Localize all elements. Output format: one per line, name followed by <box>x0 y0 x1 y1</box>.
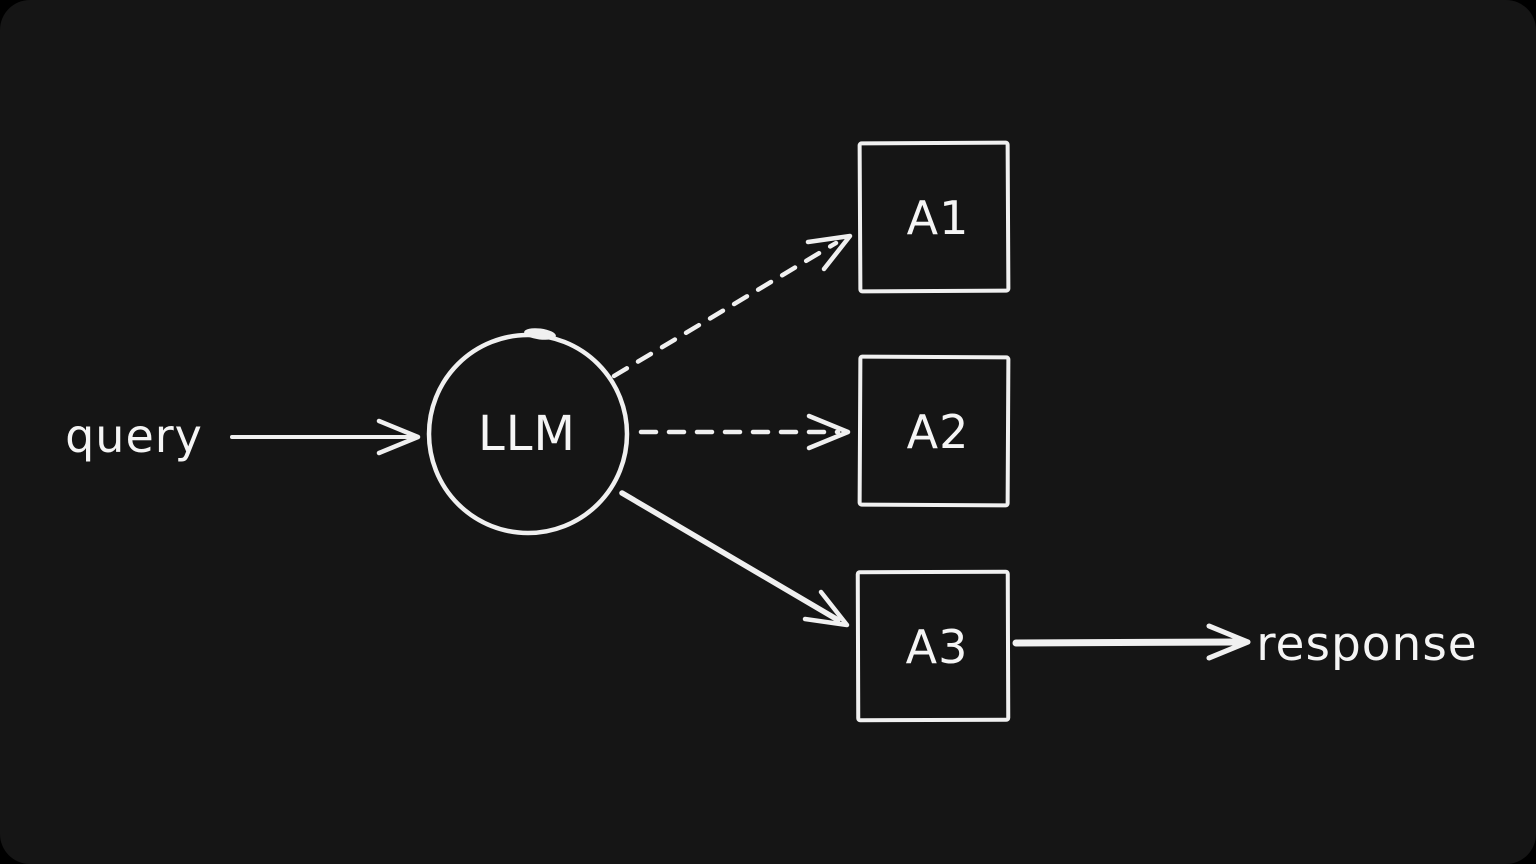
edge-agent3-to-response <box>1012 623 1251 661</box>
query-label: query <box>65 409 203 463</box>
agent3-label: A3 <box>906 620 969 674</box>
edge-agent3-to-response-line <box>1012 638 1242 647</box>
agent2-label: A2 <box>907 405 970 459</box>
edge-llm-to-agent1 <box>611 233 853 379</box>
arrowhead-icon <box>802 589 850 628</box>
node-agent3: A3 <box>855 569 1011 723</box>
node-agent1: A1 <box>857 140 1011 294</box>
agent1-label: A1 <box>907 191 970 245</box>
edge-llm-to-agent2 <box>638 413 851 451</box>
edge-llm-to-agent1-line <box>611 240 839 379</box>
arrowhead-icon <box>1206 623 1251 661</box>
edge-llm-to-agent3-line <box>619 490 841 623</box>
node-agent2: A2 <box>857 354 1011 508</box>
agent3-box <box>855 569 1011 723</box>
agent2-box <box>857 354 1011 508</box>
edge-query-to-llm <box>230 418 421 456</box>
arrowhead-icon <box>806 413 851 451</box>
agent1-box <box>857 140 1011 294</box>
llm-label: LLM <box>478 406 576 462</box>
arrowhead-icon <box>805 233 853 272</box>
stroke-overlap-blob <box>524 328 556 340</box>
response-label: response <box>1256 617 1477 672</box>
node-llm: LLM <box>426 328 630 536</box>
arrowhead-icon <box>376 418 421 456</box>
edge-llm-to-agent3 <box>619 490 850 628</box>
